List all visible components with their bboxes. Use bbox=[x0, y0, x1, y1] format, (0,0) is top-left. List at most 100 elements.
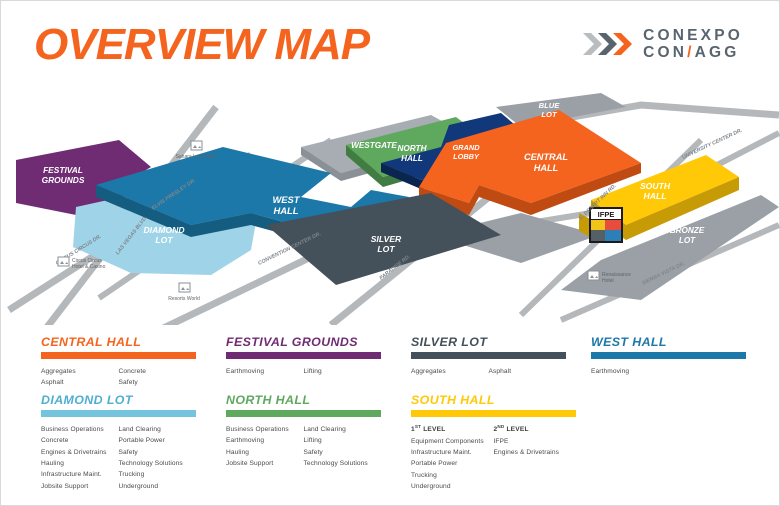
logo-con: CON bbox=[643, 44, 688, 62]
legend-bar-diamond-lot bbox=[41, 410, 196, 417]
label-festival-grounds-1: FESTIVAL bbox=[43, 165, 83, 175]
label-west-hall-2: HALL bbox=[274, 205, 299, 216]
legend-col-1: Aggregates bbox=[411, 366, 489, 377]
legend-section-festival-grounds: FESTIVAL GROUNDS Earthmoving Lifting bbox=[226, 335, 381, 377]
label-north-hall-2: HALL bbox=[401, 154, 423, 163]
legend-item: Aggregates bbox=[411, 368, 446, 375]
legend-item: Concrete bbox=[41, 437, 69, 445]
legend-item: Safety bbox=[303, 448, 323, 456]
label-silver-lot-1: SILVER bbox=[371, 234, 402, 244]
ifpe-badge-label: IFPE bbox=[598, 210, 615, 219]
legend-item: Earthmoving bbox=[226, 368, 265, 375]
conexpo-conagg-logo: CONEXPO CON/AGG bbox=[582, 27, 743, 62]
legend-col-2: Concrete Safety bbox=[119, 366, 197, 389]
legend-bar-north-hall bbox=[226, 410, 381, 417]
silver-lot-shape bbox=[266, 193, 501, 285]
legend-item: Hauling bbox=[226, 448, 250, 456]
legend-section-south-hall: SOUTH HALL 1ST LEVEL Equipment Component… bbox=[411, 393, 576, 492]
legend-col-1: Aggregates Asphalt bbox=[41, 366, 119, 389]
landmark-label-circus-1: Circus Circus bbox=[72, 258, 102, 264]
label-silver-lot-2: LOT bbox=[377, 244, 395, 254]
legend-title-diamond-lot: DIAMOND LOT bbox=[41, 393, 133, 407]
legend-item: Lifting bbox=[303, 368, 322, 375]
legend-item: Business Operations bbox=[41, 426, 104, 433]
label-west-hall-1: WEST bbox=[272, 194, 300, 205]
legend-item: Aggregates bbox=[41, 368, 76, 375]
legend-item: Earthmoving bbox=[226, 437, 265, 445]
legend-item: Infrastructure Maint. bbox=[41, 471, 102, 479]
legend-bar-festival-grounds bbox=[226, 352, 381, 359]
legend-col-2: Asphalt bbox=[489, 366, 567, 377]
legend-item: Engines & Drivetrains bbox=[41, 448, 107, 456]
legend-title-north-hall: NORTH HALL bbox=[226, 393, 311, 407]
legend-item: Trucking bbox=[118, 471, 145, 479]
legend-bar-south-hall bbox=[411, 410, 576, 417]
landmark-label-resorts-world: Resorts World bbox=[168, 296, 200, 302]
logo-wordmark: CONEXPO CON/AGG bbox=[643, 27, 743, 62]
chevron-right-icon bbox=[582, 31, 634, 57]
landmark-label-renaissance-1: Renaissance bbox=[602, 272, 631, 278]
legend-title-festival-grounds: FESTIVAL GROUNDS bbox=[226, 335, 358, 349]
landmark-label-renaissance-2: Hotel bbox=[602, 278, 614, 284]
legend-section-west-hall: WEST HALL Earthmoving bbox=[591, 335, 746, 377]
legend-col-1: Earthmoving bbox=[226, 366, 304, 377]
landmark-circus-circus: Circus Circus Hotel & Casino bbox=[57, 256, 106, 270]
legend-item: Infrastructure Maint. bbox=[411, 449, 472, 457]
ifpe-badge: IFPE bbox=[589, 207, 623, 243]
legend-item: Land Clearing bbox=[303, 426, 346, 433]
legend-col-1: Business Operations Earthmoving Hauling … bbox=[226, 424, 304, 469]
page-title: OVERVIEW MAP bbox=[34, 20, 370, 69]
legend-title-south-hall: SOUTH HALL bbox=[411, 393, 495, 407]
legend-section-diamond-lot: DIAMOND LOT Business Operations Concrete… bbox=[41, 393, 196, 492]
legend-col-2: Land Clearing Lifting Safety Technology … bbox=[304, 424, 382, 469]
legend-col-1: Business Operations Concrete Engines & D… bbox=[41, 424, 119, 492]
logo-line-1: CONEXPO bbox=[643, 27, 743, 44]
legend-item: Safety bbox=[118, 379, 138, 387]
legend-col-2: 2ND LEVEL IFPE Engines & Drivetrains bbox=[494, 424, 577, 492]
label-north-hall-1: NORTH bbox=[398, 144, 428, 153]
legend-item: Asphalt bbox=[488, 368, 512, 375]
label-diamond-lot-1: DIAMOND bbox=[143, 225, 184, 235]
legend-bar-central-hall bbox=[41, 352, 196, 359]
legend-item: Portable Power bbox=[118, 437, 165, 445]
legend-item: Underground bbox=[118, 482, 159, 490]
legend-title-silver-lot: SILVER LOT bbox=[411, 335, 488, 349]
logo-slash: / bbox=[687, 44, 695, 62]
legend-item: Equipment Components bbox=[411, 437, 484, 445]
landmark-label-circus-2: Hotel & Casino bbox=[72, 264, 106, 270]
campus-map: IFPE FESTIVAL GROUNDS DIAMOND LOT WEST H… bbox=[1, 85, 780, 325]
label-westgate: WESTGATE bbox=[351, 141, 397, 150]
legend-bar-silver-lot bbox=[411, 352, 566, 359]
legend-item: IFPE bbox=[493, 437, 509, 445]
logo-agg: AGG bbox=[694, 44, 740, 62]
legend-item: Hauling bbox=[41, 459, 65, 467]
legend-item: Concrete bbox=[118, 368, 147, 375]
legend-col-2: Land Clearing Portable Power Safety Tech… bbox=[119, 424, 197, 492]
legend-title-west-hall: WEST HALL bbox=[591, 335, 667, 349]
legend-item: Underground bbox=[411, 483, 451, 490]
legend-col-2: Lifting bbox=[304, 366, 382, 377]
legend-bar-west-hall bbox=[591, 352, 746, 359]
label-bronze-lot-1: BRONZE bbox=[670, 226, 705, 235]
label-central-hall-2: HALL bbox=[534, 163, 559, 173]
legend-item: Lifting bbox=[303, 437, 322, 445]
legend-sublabel-level-2: 2ND LEVEL bbox=[493, 424, 529, 434]
label-diamond-lot-2: LOT bbox=[155, 235, 173, 245]
legend-item: Safety bbox=[118, 448, 138, 456]
label-bronze-lot-2: LOT bbox=[679, 236, 696, 245]
legend-col-2 bbox=[669, 366, 747, 377]
legend-item: Asphalt bbox=[41, 379, 64, 387]
legend-section-silver-lot: SILVER LOT Aggregates Asphalt bbox=[411, 335, 566, 377]
landmark-label-sahara: Sahara Las Vegas bbox=[176, 154, 217, 160]
label-grand-lobby-1: GRAND bbox=[452, 143, 480, 152]
label-south-hall-1: SOUTH bbox=[640, 181, 671, 191]
label-blue-lot-2: LOT bbox=[541, 110, 558, 119]
landmarks: Sahara Las Vegas Circus Circus Hotel & C… bbox=[57, 140, 631, 302]
legend-sublabel-level-1: 1ST LEVEL bbox=[411, 424, 446, 434]
landmark-resorts-world: Resorts World bbox=[168, 282, 200, 302]
legend-item: Land Clearing bbox=[118, 426, 161, 433]
landmark-renaissance-hotel: Renaissance Hotel bbox=[587, 270, 631, 284]
logo-line-2: CON/AGG bbox=[643, 44, 743, 61]
legend-section-central-hall: CENTRAL HALL Aggregates Asphalt Concrete… bbox=[41, 335, 196, 389]
building-labels: FESTIVAL GROUNDS DIAMOND LOT WEST HALL W… bbox=[42, 101, 705, 254]
